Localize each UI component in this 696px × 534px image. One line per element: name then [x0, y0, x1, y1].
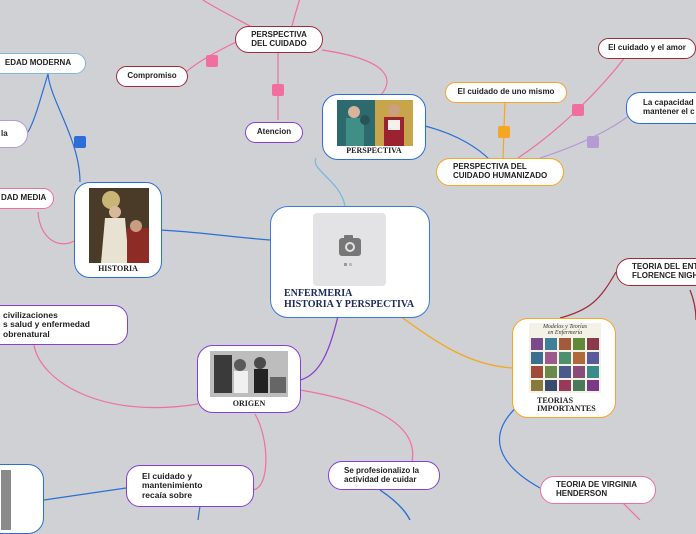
theories-book-cover: Modelos y Teorías en Enfermería — [529, 323, 601, 393]
partial-image-node[interactable] — [0, 464, 44, 534]
image-placeholder — [313, 213, 386, 286]
topic-origen-label: ORIGEN — [232, 399, 266, 408]
node-cuidado-amor[interactable]: El cuidado y el amor — [598, 38, 696, 59]
connector-handle[interactable] — [74, 136, 86, 148]
partial-photo — [1, 470, 11, 530]
node-profesionalizo[interactable]: Se profesionalizo la actividad de cuidar — [328, 461, 440, 490]
node-cuidado-mantenimiento[interactable]: El cuidado y mantenimiento recaía sobre — [126, 465, 254, 507]
central-topic[interactable]: ENFERMERIA HISTORIA Y PERSPECTIVA — [270, 206, 430, 318]
topic-teorias-label: TEORIAS IMPORTANTES — [537, 396, 596, 413]
node-atencion[interactable]: Atencion — [245, 122, 303, 143]
topic-historia-label: HISTORIA — [98, 264, 138, 273]
node-teoria-virginia[interactable]: TEORIA DE VIRGINIA HENDERSON — [540, 476, 656, 504]
book-title: Modelos y Teorías en Enfermería — [542, 324, 588, 336]
node-civilizaciones[interactable]: civilizaciones s salud y enfermedad obre… — [0, 305, 128, 345]
connector-handle[interactable] — [587, 136, 599, 148]
camera-placeholder-icon — [339, 235, 361, 266]
node-capacidad[interactable]: La capacidad de mantener el c — [626, 92, 696, 124]
connector-handle[interactable] — [572, 104, 584, 116]
topic-perspectiva[interactable]: PERSPECTIVA — [322, 94, 426, 160]
central-title: ENFERMERIA HISTORIA Y PERSPECTIVA — [284, 288, 415, 310]
topic-perspectiva-label: PERSPECTIVA — [346, 146, 402, 155]
node-la-fragment[interactable]: la — [0, 120, 28, 148]
node-perspectiva-cuidado[interactable]: PERSPECTIVA DEL CUIDADO — [235, 26, 323, 53]
node-edad-moderna[interactable]: EDAD MODERNA — [0, 53, 86, 74]
node-cuidado-humanizado[interactable]: PERSPECTIVA DEL CUIDADO HUMANIZADO — [436, 158, 564, 186]
connector-handle[interactable] — [206, 55, 218, 67]
connector-handle[interactable] — [272, 84, 284, 96]
node-compromiso[interactable]: Compromiso — [116, 66, 188, 87]
node-edad-media[interactable]: DAD MEDIA — [0, 188, 54, 209]
topic-historia[interactable]: HISTORIA — [74, 182, 162, 278]
florence-lamp-painting — [89, 188, 149, 263]
topic-teorias[interactable]: Modelos y Teorías en Enfermería TEORIAS … — [512, 318, 616, 418]
nurses-photo — [337, 100, 413, 146]
node-cuidado-mismo[interactable]: El cuidado de uno mismo — [445, 82, 567, 103]
historic-nurses-photo — [210, 351, 288, 397]
node-teoria-florence[interactable]: TEORIA DEL ENT FLORENCE NIGH — [616, 258, 696, 286]
topic-origen[interactable]: ORIGEN — [197, 345, 301, 413]
connector-handle[interactable] — [498, 126, 510, 138]
